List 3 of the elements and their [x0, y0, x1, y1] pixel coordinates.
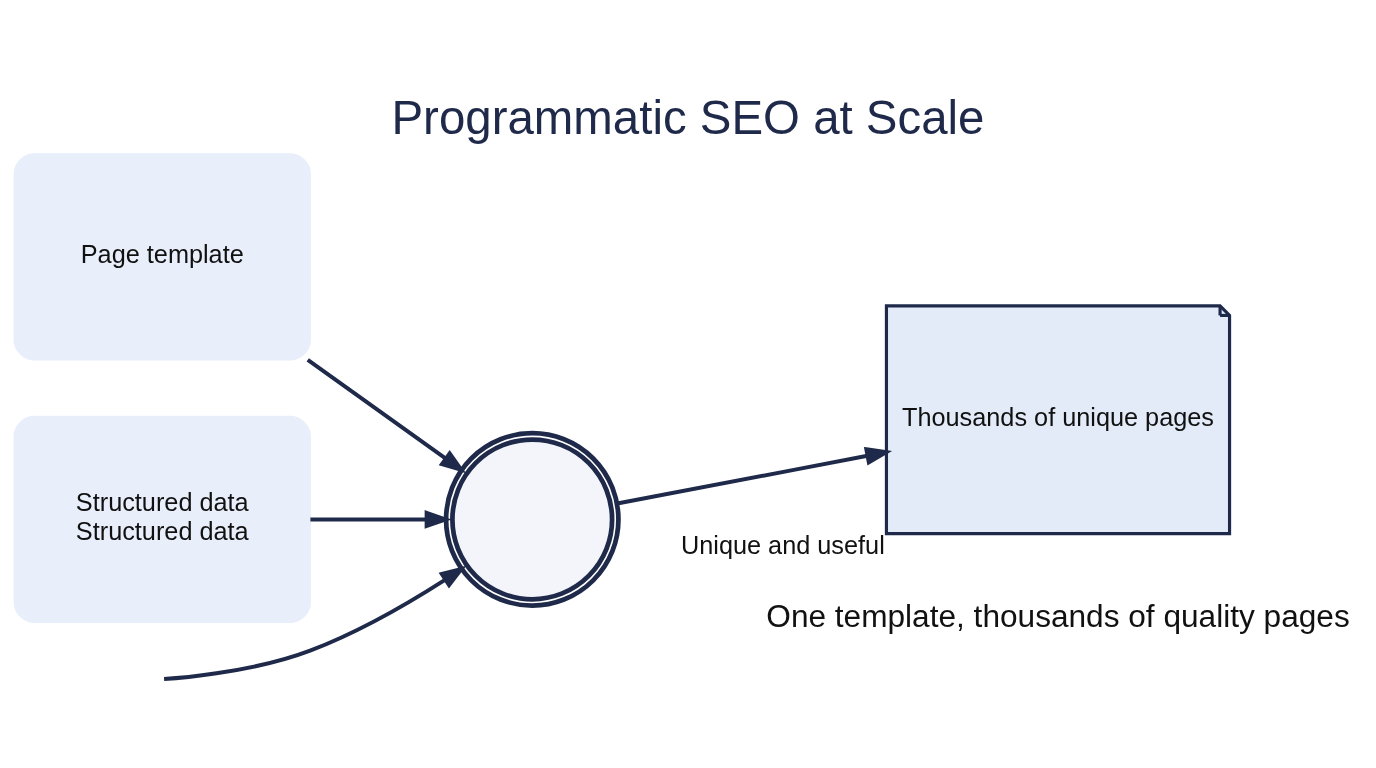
- caption: One template, thousands of quality pages: [766, 597, 1350, 634]
- node-label: Unique and useful: [680, 530, 885, 559]
- diagram-title: Programmatic SEO at Scale: [391, 90, 985, 144]
